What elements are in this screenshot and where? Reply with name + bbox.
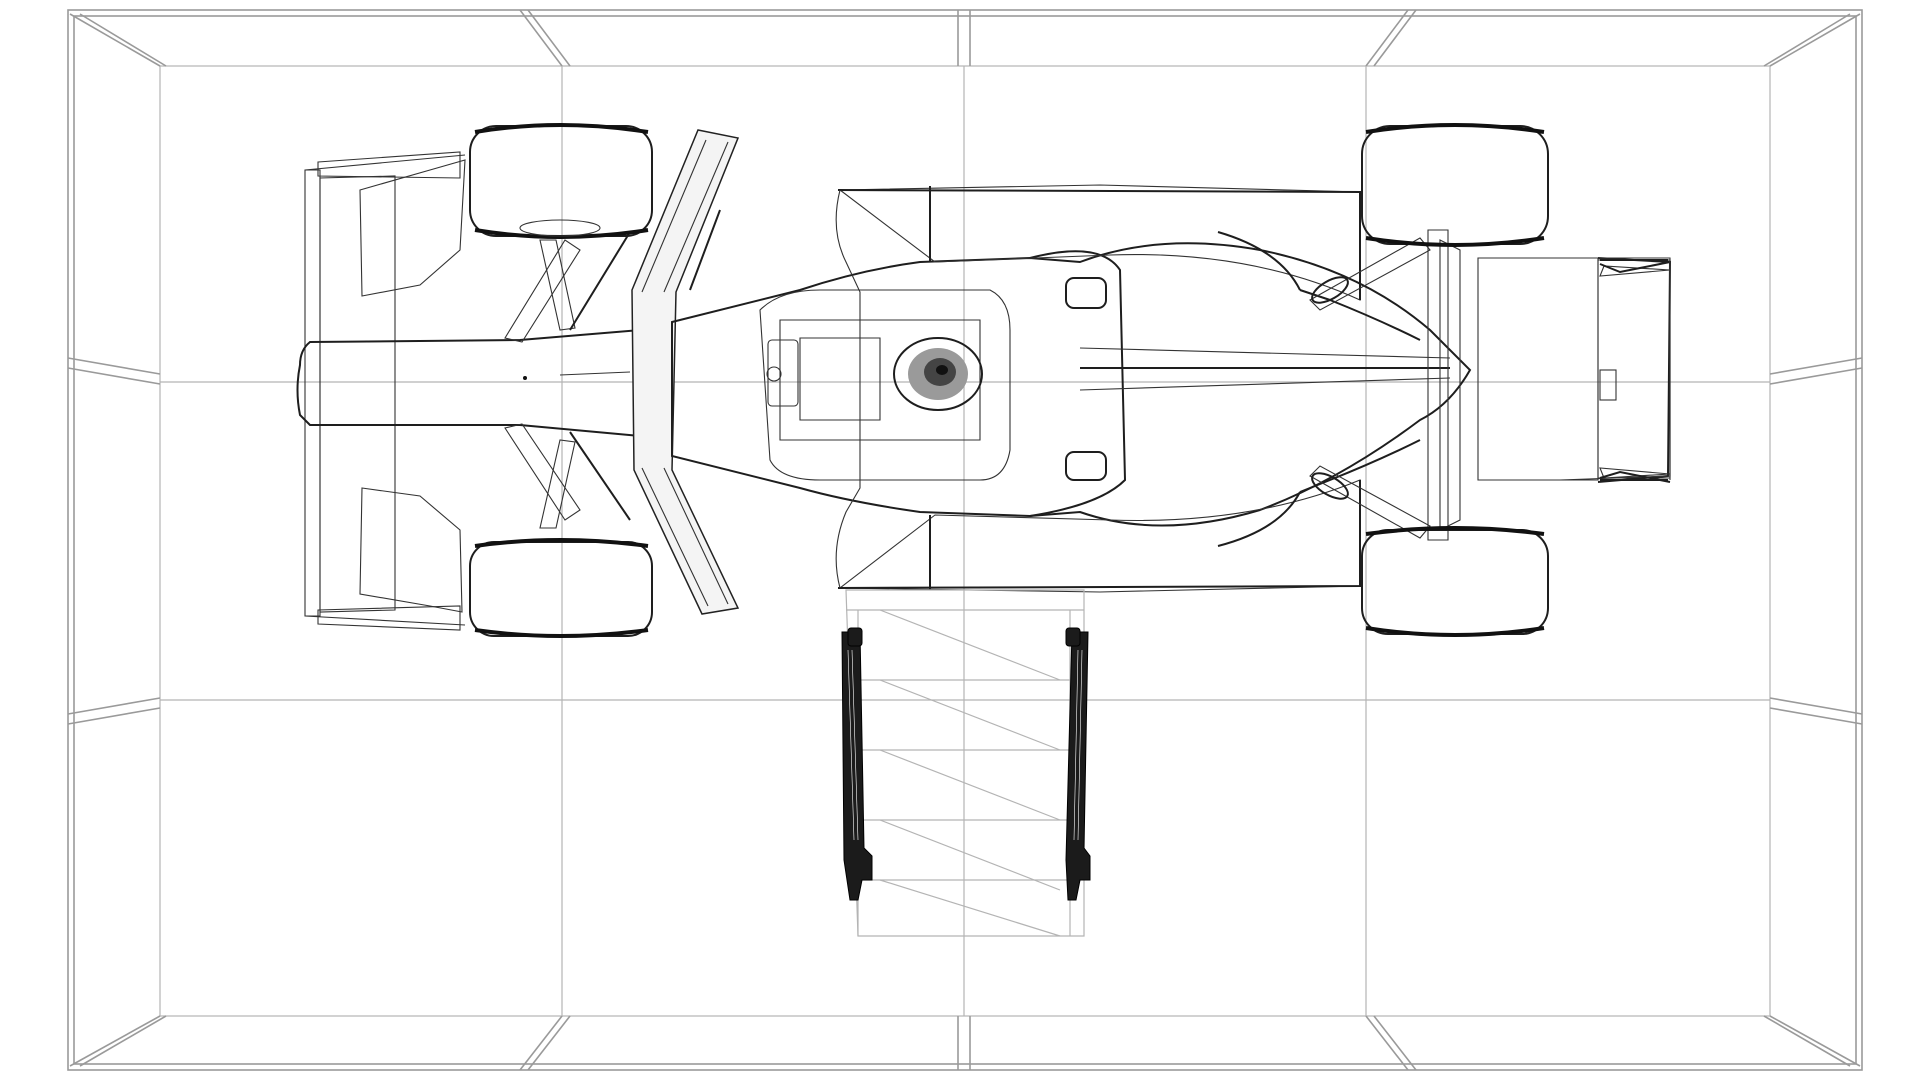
ramp-stand[interactable] [841,589,1091,937]
race-car[interactable] [296,123,1672,638]
rear-right-tyre [1361,526,1549,637]
rear-suspension [1309,229,1461,541]
rear-left-tyre [1361,123,1549,247]
chassis [671,184,1472,593]
cockpit [766,337,881,421]
nose-cone [296,328,641,438]
front-left-tyre [469,123,653,239]
halo-bar [631,129,740,615]
front-wing [304,151,466,631]
front-suspension [504,231,631,529]
driver-helmet [893,337,983,411]
rear-wing [1477,257,1672,483]
room-frame [67,9,1863,1071]
front-right-tyre [469,538,653,638]
